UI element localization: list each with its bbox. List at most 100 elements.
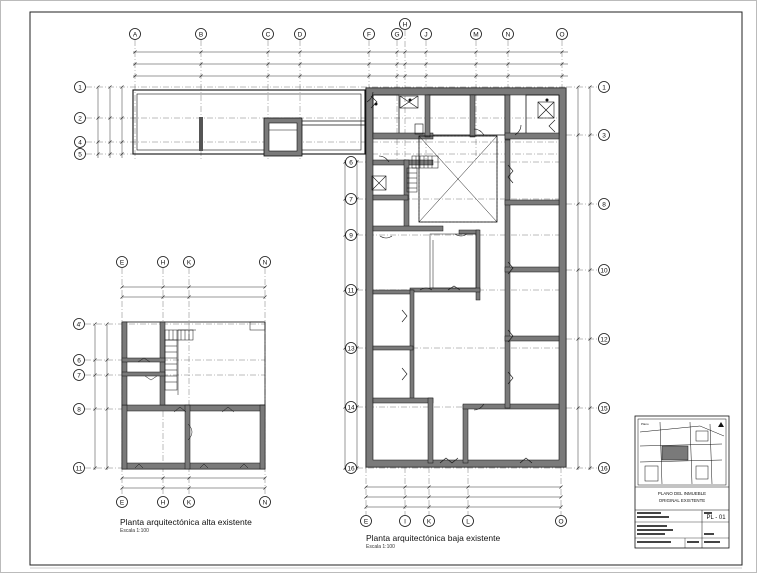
grid-bubble-upper-bottom-H: H — [157, 496, 169, 508]
upper-plan-scale: Escala 1:100 — [120, 528, 149, 534]
grid-bubble-bottom-O: O — [555, 515, 567, 527]
grid-bubble-top-J: J — [420, 28, 432, 40]
grid-bubble-label: E — [364, 518, 369, 525]
grid-bubble-top-O: O — [556, 28, 568, 40]
grid-bubble-upper-left-11: 11 — [73, 462, 85, 474]
grid-bubble-right-16: 16 — [598, 462, 610, 474]
grid-bubble-label: 4' — [77, 321, 82, 328]
sheet-number: PL - 01 — [706, 515, 726, 521]
grid-bubble-label: 11 — [348, 287, 355, 294]
grid-bubble-bottom-K: K — [423, 515, 435, 527]
grid-bubble-top-C: C — [262, 28, 274, 40]
grid-bubble-label: K — [427, 518, 432, 525]
grid-bubble-upper-bottom-N: N — [259, 496, 271, 508]
grid-bubble-upper-top-H: H — [157, 256, 169, 268]
lower-plan-scale: Escala 1:100 — [366, 544, 395, 550]
grid-bubble-top-N: N — [502, 28, 514, 40]
grid-bubble-label: 16 — [347, 465, 355, 472]
grid-bubble-label: 7 — [77, 372, 81, 379]
grid-bubble-label: A — [133, 31, 138, 38]
upper-plan-title: Planta arquitectónica alta existente — [120, 517, 252, 527]
grid-bubble-upper-left-8: 8 — [73, 403, 85, 415]
grid-bubble-label: E — [120, 259, 125, 266]
grid-bubble-label: N — [263, 259, 268, 266]
grid-bubble-label: J — [424, 31, 427, 38]
grid-bubble-left-14: 14 — [345, 401, 357, 413]
grid-bubble-label: 9 — [349, 232, 353, 239]
grid-bubble-left-4: 4 — [74, 136, 86, 148]
grid-bubble-upper-bottom-K: K — [183, 496, 195, 508]
grid-bubble-label: 3 — [602, 132, 606, 139]
grid-bubble-right-1: 1 — [598, 81, 610, 93]
grid-bubble-label: 7 — [349, 196, 353, 203]
grid-bubble-label: 8 — [77, 406, 81, 413]
grid-bubble-label: 16 — [600, 465, 608, 472]
grid-bubble-label: 1 — [602, 84, 606, 91]
grid-bubble-label: L — [466, 518, 470, 525]
grid-bubble-left-2: 2 — [74, 112, 86, 124]
grid-bubble-label: 13 — [347, 345, 355, 352]
grid-bubble-label: 14 — [347, 404, 355, 411]
grid-bubble-top-D: D — [294, 28, 306, 40]
grid-bubble-upper-top-K: K — [183, 256, 195, 268]
lower-plan-walls — [365, 87, 567, 468]
grid-bubble-label: I — [404, 518, 406, 525]
upper-plan-walls — [121, 321, 266, 470]
grid-bubble-label: 10 — [600, 267, 608, 274]
grid-bubble-left-16: 16 — [345, 462, 357, 474]
grid-bubble-label: H — [161, 499, 166, 506]
grid-bubble-top-M: M — [470, 28, 482, 40]
grid-bubble-left-1: 1 — [74, 81, 86, 93]
grid-bubble-label: K — [187, 259, 192, 266]
grid-bubble-label: 15 — [600, 405, 608, 412]
grid-bubble-label: M — [473, 31, 478, 38]
grid-bubble-label: H — [161, 259, 166, 266]
grid-bubble-right-15: 15 — [598, 402, 610, 414]
grid-bubble-upper-left-4': 4' — [73, 318, 85, 330]
grid-bubble-top-G: G — [391, 28, 403, 40]
sheet-title: PLANO DEL INMUEBLE ORIGINAL EXISTENTE — [657, 491, 707, 503]
grid-bubble-upper-top-E: E — [116, 256, 128, 268]
grid-bubble-bottom-I: I — [399, 515, 411, 527]
grid-bubble-label: C — [266, 31, 271, 38]
grid-bubble-label: 6 — [77, 357, 81, 364]
grid-bubble-label: 8 — [602, 201, 606, 208]
grid-bubble-label: F — [367, 31, 371, 38]
grid-bubble-label: E — [120, 499, 125, 506]
title-block: Plano — [634, 415, 730, 549]
grid-bubble-bottom-E: E — [360, 515, 372, 527]
grid-bubble-label: 4 — [78, 139, 82, 146]
grid-bubble-top-A: A — [129, 28, 141, 40]
grid-bubble-label: O — [558, 518, 563, 525]
grid-bubble-left-9: 9 — [345, 229, 357, 241]
grid-bubble-top-B: B — [195, 28, 207, 40]
grid-bubble-label: B — [199, 31, 203, 38]
grid-bubble-label: N — [263, 499, 268, 506]
grid-bubble-label: H — [403, 21, 408, 28]
grid-bubble-label: 2 — [78, 115, 82, 122]
grid-bubble-top-F: F — [363, 28, 375, 40]
grid-bubble-right-8: 8 — [598, 198, 610, 210]
grid-bubble-label: K — [187, 499, 192, 506]
grid-bubble-left-13: 13 — [345, 342, 357, 354]
grid-bubble-label: O — [559, 31, 564, 38]
grid-bubble-top-H: H — [399, 18, 411, 30]
grid-bubble-upper-bottom-E: E — [116, 496, 128, 508]
grid-bubble-upper-left-6: 6 — [73, 354, 85, 366]
lower-plan-west-wing — [132, 89, 366, 157]
lower-plan-title: Planta arquitectónica baja existente — [366, 533, 501, 543]
svg-text:Plano: Plano — [641, 422, 649, 426]
grid-bubble-label: G — [394, 31, 399, 38]
grid-bubble-left-7: 7 — [345, 193, 357, 205]
grid-bubble-label: 5 — [78, 151, 82, 158]
grid-bubble-label: N — [506, 31, 511, 38]
grid-bubble-label: D — [298, 31, 303, 38]
grid-bubble-upper-left-7: 7 — [73, 369, 85, 381]
grid-bubble-label: 11 — [76, 465, 83, 472]
grid-bubble-upper-top-N: N — [259, 256, 271, 268]
grid-bubble-right-10: 10 — [598, 264, 610, 276]
grid-bubble-left-11: 11 — [345, 284, 357, 296]
grid-bubble-right-12: 12 — [598, 333, 610, 345]
